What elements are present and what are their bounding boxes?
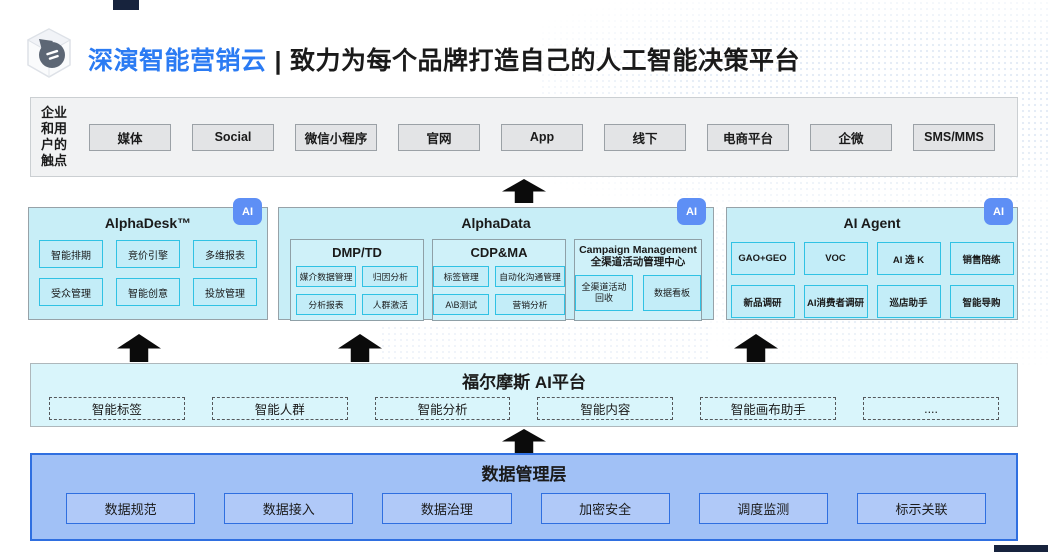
touchpoint-chip-official-site: 官网 [398,123,480,151]
up-arrow-icon [734,334,778,362]
top-decoration-bar [113,0,139,10]
capability-chip: GAO+GEO [730,242,795,275]
touchpoint-chip-offline: 线下 [604,123,686,151]
capability-chip: VOC [803,242,868,275]
capability-chip: 智能导购 [949,285,1014,318]
data-layer-chip: 标示关联 [856,493,987,524]
holmes-ai-platform-band: 福尔摩斯 AI平台 智能标签 智能人群 智能分析 智能内容 智能画布助手 ...… [30,363,1018,427]
capability-chip: A\B测试 [433,294,490,315]
ai-agent-box: AI Agent GAO+GEO VOC AI 选 K 销售陪练 新品调研 AI… [726,207,1018,320]
alphadata-title: AlphaData [461,215,531,231]
world-map-dots [380,325,710,363]
cdp-ma-title: CDP&MA [470,245,528,260]
touchpoint-chip-wechat-miniprogram: 微信小程序 [295,123,377,151]
touchpoints-label-line: 企业 [41,105,68,120]
bottom-decoration-bar [994,545,1048,552]
capability-chip: 新品调研 [730,285,795,318]
touchpoints-label-line: 触点 [41,153,68,168]
up-arrow-icon [117,334,161,362]
touchpoints-label: 企业 和用 户的 触点 [41,105,67,169]
capability-chip: 自动化沟通管理 [495,266,565,287]
ai-agent-title: AI Agent [843,215,901,231]
capability-chip: 全渠道活动回收 [575,275,633,311]
capability-chip: 媒介数据管理 [295,266,357,287]
campaign-management-box: Campaign Management 全渠道活动管理中心 全渠道活动回收 数据… [574,239,702,321]
platform-chip: 智能内容 [537,397,674,420]
ai-badge: AI [677,198,706,225]
campaign-management-title-en: Campaign Management [579,244,697,256]
capability-chip: 分析报表 [295,294,357,315]
touchpoint-chip-app: App [501,123,583,151]
alphadesk-chip-grid: 智能排期 竞价引擎 多维报表 受众管理 智能创意 投放管理 [29,240,267,306]
data-layer-chip: 数据治理 [382,493,512,524]
capability-chip: 智能排期 [39,240,103,268]
cdp-ma-chip-grid: 标签管理 自动化沟通管理 A\B测试 营销分析 [433,266,565,315]
brand-name: 深演智能营销云 [88,47,267,75]
capability-chip: 竞价引擎 [116,240,180,268]
data-layer-chip: 加密安全 [540,493,670,524]
alphadata-box: AlphaData DMP/TD 媒介数据管理 归因分析 分析报表 人群激活 C… [278,207,714,321]
data-management-layer-title: 数据管理层 [481,465,567,484]
title-divider: | [274,47,283,75]
data-management-layer-band: 数据管理层 数据规范 数据接入 数据治理 加密安全 调度监测 标示关联 [30,453,1018,541]
touchpoints-label-line: 户的 [41,137,68,152]
up-arrow-icon [338,334,382,362]
touchpoints-label-line: 和用 [41,121,68,136]
up-arrow-icon [502,429,546,453]
platform-chip: 智能分析 [374,397,511,420]
data-layer-chip: 数据规范 [66,493,196,524]
capability-chip: 标签管理 [433,266,490,287]
data-layer-chip: 调度监测 [698,493,828,524]
campaign-chip-row: 全渠道活动回收 数据看板 [575,275,701,311]
capability-chip: AI 选 K [876,242,941,275]
up-arrow-icon [502,179,546,203]
tagline: 致力为每个品牌打造自己的人工智能决策平台 [290,47,801,75]
ai-badge: AI [233,198,262,225]
brand-logo-icon [26,28,72,78]
capability-chip: 营销分析 [495,294,565,315]
platform-chip: .... [863,397,999,420]
dmp-td-chip-grid: 媒介数据管理 归因分析 分析报表 人群激活 [291,266,423,315]
capability-chip: 销售陪练 [949,242,1014,275]
touchpoint-chip-ecommerce: 电商平台 [707,123,789,151]
alphadata-subgroup-row: DMP/TD 媒介数据管理 归因分析 分析报表 人群激活 CDP&MA 标签管理… [279,239,713,321]
holmes-ai-platform-title: 福尔摩斯 AI平台 [462,373,586,392]
capability-chip: 归因分析 [362,266,419,287]
touchpoints-bar: 企业 和用 户的 触点 媒体 Social 微信小程序 官网 App 线下 电商… [30,97,1018,177]
dmp-td-box: DMP/TD 媒介数据管理 归因分析 分析报表 人群激活 [290,239,424,321]
capability-chip: 数据看板 [643,275,701,311]
alphadesk-title: AlphaDesk™ [104,215,192,231]
platform-chip: 智能画布助手 [700,397,837,420]
touchpoint-chip-social: Social [192,123,274,151]
ai-agent-chip-grid: GAO+GEO VOC AI 选 K 销售陪练 新品调研 AI消费者调研 巡店助… [727,242,1017,318]
ai-badge: AI [984,198,1013,225]
page-title: 深演智能营销云|致力为每个品牌打造自己的人工智能决策平台 [88,41,800,77]
campaign-management-title: Campaign Management 全渠道活动管理中心 [575,244,701,268]
capability-chip: 受众管理 [39,278,103,306]
campaign-management-title-cn: 全渠道活动管理中心 [590,256,686,268]
touchpoint-chip-wecom: 企微 [810,123,892,151]
platform-chip: 智能人群 [211,397,348,420]
touchpoint-chip-media: 媒体 [89,123,171,151]
data-layer-chip-row: 数据规范 数据接入 数据治理 加密安全 调度监测 标示关联 [66,493,987,524]
cdp-ma-box: CDP&MA 标签管理 自动化沟通管理 A\B测试 营销分析 [432,239,566,321]
alphadesk-box: AlphaDesk™ 智能排期 竞价引擎 多维报表 受众管理 智能创意 投放管理 [28,207,268,320]
capability-chip: 人群激活 [362,294,419,315]
capability-chip: 智能创意 [116,278,180,306]
dmp-td-title: DMP/TD [332,245,382,260]
data-layer-chip: 数据接入 [224,493,354,524]
capability-chip: 投放管理 [193,278,257,306]
platform-chip-row: 智能标签 智能人群 智能分析 智能内容 智能画布助手 .... [49,397,999,420]
capability-chip: AI消费者调研 [803,285,868,318]
capability-chip: 多维报表 [193,240,257,268]
touchpoint-chip-row: 媒体 Social 微信小程序 官网 App 线下 电商平台 企微 SMS/MM… [89,98,995,176]
capability-chip: 巡店助手 [876,285,941,318]
touchpoint-chip-sms-mms: SMS/MMS [913,123,995,151]
platform-chip: 智能标签 [49,397,185,420]
